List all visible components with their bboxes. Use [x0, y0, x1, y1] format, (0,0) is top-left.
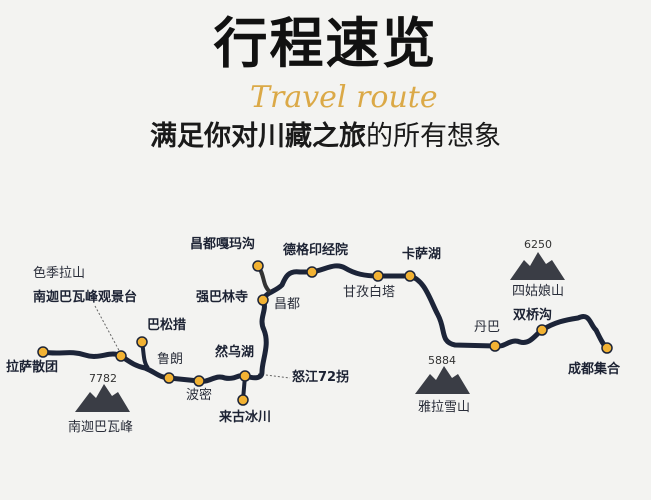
stop-label: 昌都嘎玛沟 [190, 237, 256, 252]
mountain-elevation: 7782 [89, 372, 117, 385]
stop-label: 怒江72拐 [292, 370, 350, 385]
mountain-label: 雅拉雪山 [418, 400, 471, 415]
stop-label: 双桥沟 [513, 308, 553, 323]
stop-dot[interactable] [193, 375, 205, 387]
stop-label: 强巴林寺 [196, 290, 249, 305]
stop-dot[interactable] [404, 270, 416, 282]
leader-line [94, 305, 122, 355]
mountain-label: 四姑娘山 [512, 284, 565, 299]
stop-dot[interactable] [239, 370, 251, 382]
stop-label: 卡萨湖 [402, 247, 442, 262]
stop-dot[interactable] [489, 340, 501, 352]
stop-label: 南迦巴瓦峰观景台 [33, 290, 138, 305]
stop-dot[interactable] [252, 260, 264, 272]
stop-dot[interactable] [536, 324, 548, 336]
stop-label: 波密 [186, 388, 213, 403]
mountain-icon [75, 384, 130, 412]
stop-label: 巴松措 [147, 318, 187, 333]
route-line [40, 263, 610, 384]
stop-label: 丹巴 [474, 320, 501, 335]
mountain-icon [415, 366, 470, 394]
stop-label: 来古冰川 [219, 410, 272, 425]
mountain-label: 南迦巴瓦峰 [68, 420, 134, 435]
page-title: 行程速览 [213, 12, 438, 75]
stop-dot[interactable] [306, 266, 318, 278]
mountain-elevation: 5884 [428, 354, 456, 367]
stop-dot[interactable] [136, 336, 148, 348]
stop-label: 拉萨散团 [6, 360, 59, 375]
stop-label: 成都集合 [568, 362, 621, 377]
stop-dot[interactable] [37, 346, 49, 358]
stop-label: 甘孜白塔 [343, 285, 396, 300]
stop-dot[interactable] [237, 394, 249, 406]
stop-sublabel: 色季拉山 [33, 266, 86, 281]
stop-dot[interactable] [372, 270, 384, 282]
stop-dot[interactable] [115, 350, 127, 362]
subtitle-rest: 的所有想象 [366, 121, 501, 152]
stop-dot[interactable] [601, 342, 613, 354]
mountain-elevation: 6250 [524, 238, 552, 251]
stop-label: 昌都 [274, 297, 301, 312]
mountain-icon [510, 252, 565, 280]
subtitle-bold: 满足你对川藏之旅 [150, 121, 366, 152]
stop-label: 鲁朗 [157, 352, 184, 367]
stop-label: 德格印经院 [283, 243, 349, 258]
stop-dot[interactable] [163, 372, 175, 384]
subtitle: 满足你对川藏之旅的所有想象 [0, 120, 651, 154]
mountain-icons [75, 252, 565, 412]
stop-dot[interactable] [257, 294, 269, 306]
script-subtitle: Travel route [250, 80, 438, 115]
stop-label: 然乌湖 [215, 345, 255, 360]
